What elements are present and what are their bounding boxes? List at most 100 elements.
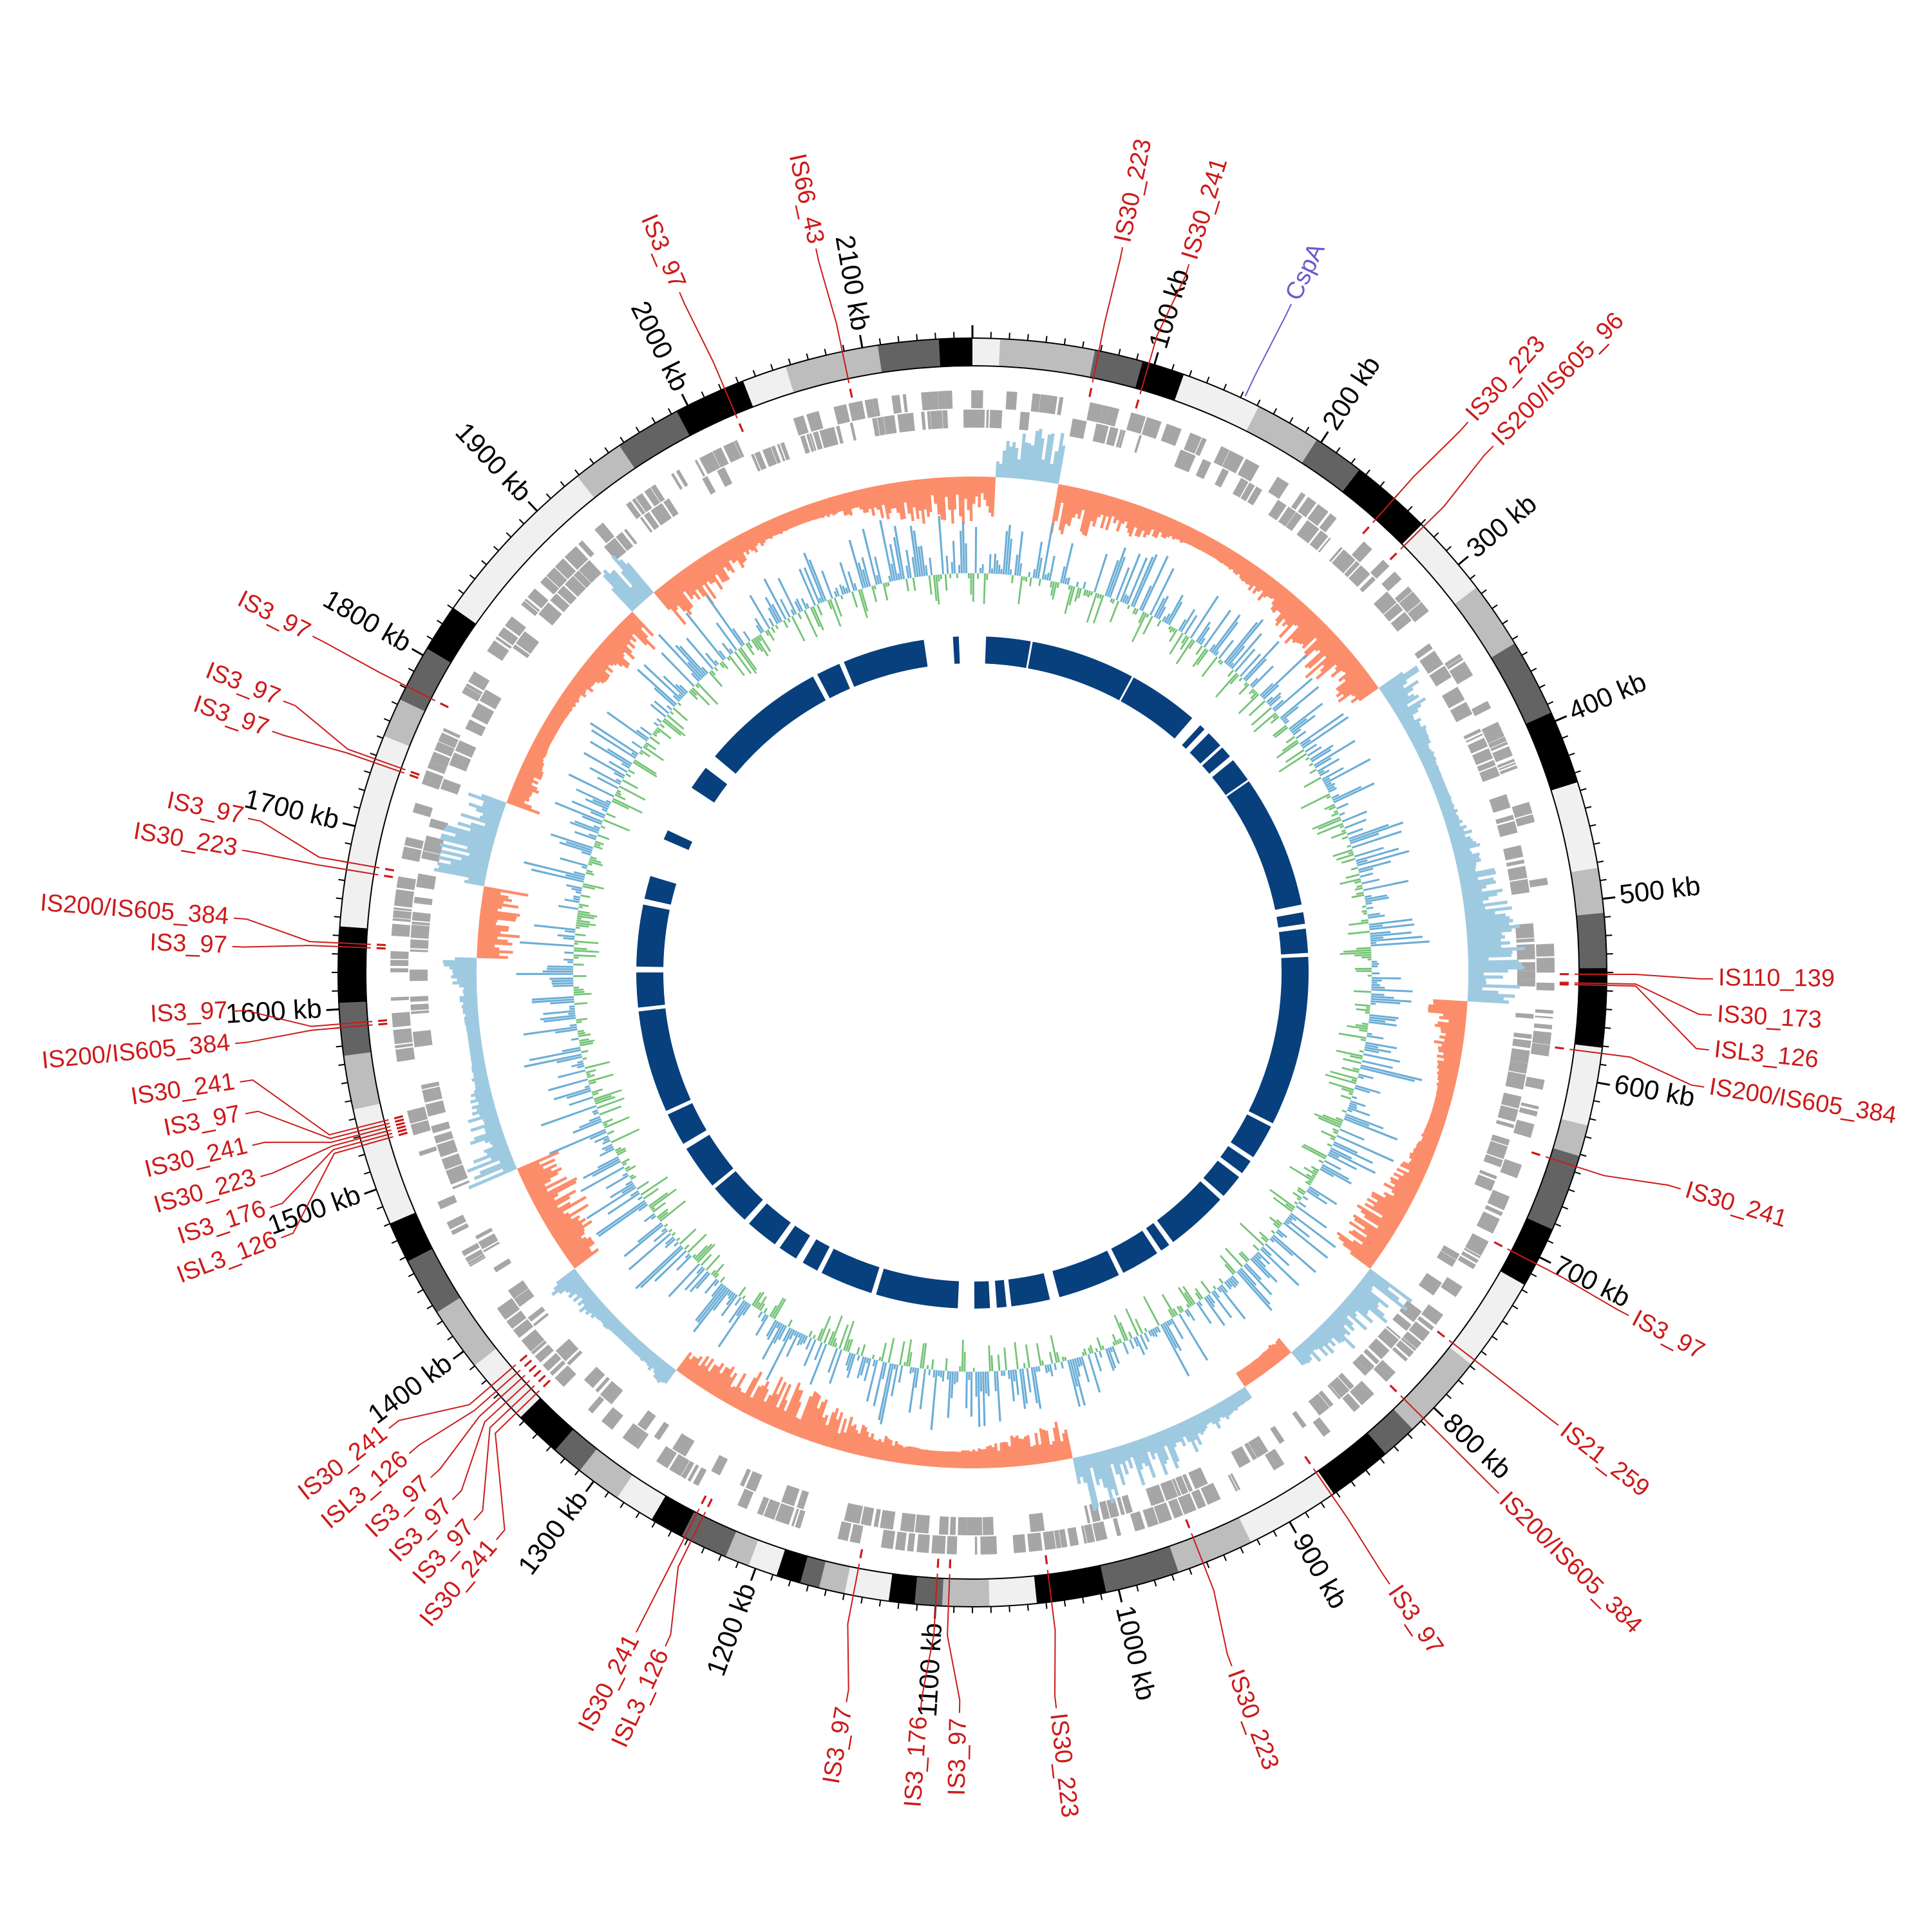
feature-forward bbox=[1213, 446, 1230, 467]
gc-low-bar bbox=[622, 1162, 627, 1166]
gc-low-bar bbox=[616, 1147, 626, 1154]
gc-skew-positive bbox=[543, 1195, 587, 1223]
gc-high-bar bbox=[970, 1371, 972, 1417]
feature-reverse bbox=[1507, 866, 1528, 881]
gc-high-bar bbox=[556, 1056, 583, 1064]
gc-skew-negative bbox=[619, 1329, 630, 1341]
gc-skew-negative bbox=[1391, 693, 1415, 710]
gc-low-bar bbox=[643, 1188, 659, 1200]
gc-low-bar bbox=[618, 785, 646, 801]
gc-skew-negative bbox=[1036, 438, 1045, 481]
gc-skew-negative bbox=[1452, 840, 1477, 850]
gc-skew-negative bbox=[1103, 1450, 1119, 1496]
feature-forward bbox=[1444, 654, 1462, 667]
gc-skew-positive bbox=[903, 1446, 909, 1464]
gc-skew-negative bbox=[1451, 838, 1473, 848]
gc-low-bar bbox=[1347, 931, 1370, 935]
gc-skew-negative bbox=[1012, 448, 1019, 478]
is-element-label: IS200/IS605_384 bbox=[41, 1029, 231, 1074]
gc-high-bar bbox=[547, 965, 574, 968]
gc-skew-positive bbox=[1090, 493, 1101, 522]
gc-skew-positive bbox=[1437, 1088, 1454, 1095]
gc-high-bar bbox=[786, 1331, 800, 1358]
gc-skew-positive bbox=[1077, 489, 1087, 520]
gc-high-bar bbox=[540, 1014, 576, 1021]
gc-low-bar bbox=[1225, 1247, 1244, 1267]
minor-tick bbox=[1574, 1171, 1581, 1175]
gc-low-bar bbox=[759, 1303, 766, 1311]
gc-high-bar bbox=[1074, 1358, 1081, 1378]
gc-skew-positive bbox=[900, 1447, 906, 1464]
feature-forward bbox=[1059, 1529, 1068, 1548]
gc-high-bar bbox=[523, 1026, 578, 1036]
feature-forward bbox=[396, 876, 417, 891]
feature-reverse bbox=[1329, 1377, 1350, 1398]
gc-high-bar bbox=[835, 587, 840, 597]
feature-forward bbox=[880, 1530, 896, 1549]
gc-skew-positive bbox=[1195, 533, 1206, 549]
gc-skew-negative bbox=[585, 1300, 602, 1316]
gc-low-bar bbox=[602, 1118, 613, 1124]
feature-reverse bbox=[465, 719, 486, 737]
gc-skew-negative bbox=[1038, 459, 1045, 482]
gc-low-bar bbox=[940, 574, 942, 580]
karyotype-band bbox=[1367, 1409, 1413, 1454]
gc-high-bar bbox=[888, 575, 891, 582]
gc-low-bar bbox=[1343, 1057, 1362, 1065]
gc-skew-negative bbox=[1458, 867, 1495, 878]
gc-low-bar bbox=[829, 599, 842, 627]
gc-high-bar bbox=[761, 1313, 767, 1322]
gc-high-bar bbox=[1178, 619, 1187, 632]
gc-low-bar bbox=[944, 574, 948, 591]
gc-skew-negative bbox=[482, 1114, 498, 1122]
gc-skew-positive bbox=[1433, 999, 1468, 1005]
feature-reverse bbox=[702, 476, 716, 495]
gc-skew-negative bbox=[627, 1337, 639, 1349]
gc-skew-negative bbox=[1114, 1446, 1123, 1465]
minor-tick bbox=[1118, 348, 1121, 355]
gc-skew-positive bbox=[1224, 550, 1236, 567]
feature-forward bbox=[468, 1254, 485, 1265]
feature-reverse bbox=[877, 417, 886, 436]
gc-high-bar bbox=[1367, 913, 1381, 916]
gc-low-bar bbox=[1327, 1143, 1332, 1148]
feature-reverse bbox=[513, 644, 530, 658]
gc-high-bar bbox=[573, 871, 586, 876]
feature-reverse bbox=[514, 1288, 535, 1307]
gc-low-bar bbox=[1250, 692, 1258, 699]
gc-skew-positive bbox=[1238, 561, 1253, 580]
minor-tick bbox=[1009, 332, 1010, 339]
inner-region-segment bbox=[715, 1171, 763, 1220]
gc-skew-positive bbox=[509, 791, 530, 802]
gc-skew-positive bbox=[724, 1386, 737, 1404]
gc-skew-positive bbox=[938, 477, 944, 520]
gc-low-bar bbox=[1345, 873, 1360, 879]
feature-forward bbox=[1533, 1023, 1553, 1030]
minor-tick bbox=[1289, 417, 1294, 424]
feature-reverse bbox=[1472, 748, 1493, 766]
gc-skew-positive bbox=[531, 742, 549, 753]
minor-tick bbox=[469, 574, 475, 580]
gc-high-bar bbox=[1094, 553, 1108, 593]
annotation-leader-line bbox=[235, 1024, 373, 1045]
gc-skew-negative bbox=[1468, 975, 1503, 979]
gc-low-bar bbox=[616, 1150, 627, 1156]
is-element-label: IS30_241 bbox=[1682, 1177, 1790, 1233]
gc-skew-negative bbox=[1187, 1418, 1203, 1446]
gc-skew-positive bbox=[983, 477, 987, 500]
is-element-mark bbox=[378, 1022, 388, 1026]
feature-reverse bbox=[1386, 1325, 1401, 1339]
gc-high-bar bbox=[987, 1371, 990, 1397]
feature-reverse bbox=[654, 1421, 670, 1441]
gc-high-bar bbox=[564, 958, 574, 961]
gc-skew-positive bbox=[952, 477, 957, 510]
annotation-leader-line bbox=[388, 1364, 516, 1429]
gc-high-bar bbox=[583, 752, 625, 777]
gc-skew-negative bbox=[1163, 1428, 1180, 1463]
gc-skew-negative bbox=[1418, 748, 1432, 758]
gc-skew-negative bbox=[1367, 1271, 1390, 1289]
gc-skew-negative bbox=[457, 978, 477, 981]
feature-forward bbox=[521, 601, 538, 616]
gc-skew-positive bbox=[1437, 1077, 1457, 1084]
minor-tick bbox=[1188, 1568, 1193, 1575]
